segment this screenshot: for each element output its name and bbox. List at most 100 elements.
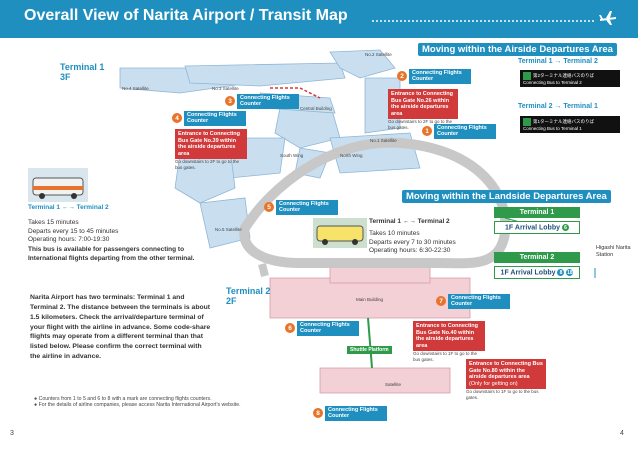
bus-stop-badge: 18 bbox=[566, 269, 574, 276]
t2-entrance-gate-80: Entrance to Connecting Bus Gate No.80 wi… bbox=[466, 359, 546, 400]
satellite-label: Satellite bbox=[385, 382, 402, 387]
page-number-right: 4 bbox=[620, 430, 624, 437]
counter-4: 4 Connecting Flights Counter bbox=[172, 111, 246, 126]
counter-8: 8 Connecting Flights Counter bbox=[313, 406, 387, 421]
airside-sign-to-t2: 第2ターミナル連絡バスのりば Connecting Bus to Termina… bbox=[520, 70, 620, 88]
landside-terminal1-pill: Terminal 1 bbox=[494, 207, 580, 218]
entrance-text: Entrance to Connecting Bus Gate No.80 wi… bbox=[469, 361, 543, 381]
entrance-label: Entrance to Connecting Bus Gate No.40 wi… bbox=[413, 321, 485, 352]
airside-bus-title: Terminal 1 ←→ Terminal 2 bbox=[28, 204, 109, 211]
airside-bus-info: Terminal 1 ←→ Terminal 2 Takes 15 minute… bbox=[28, 204, 208, 264]
footnote-1: ● Counters from 1 to 5 and 6 to 8 with a… bbox=[34, 396, 212, 402]
counter-number: 8 bbox=[313, 408, 323, 419]
counter-label: Connecting Flights Counter bbox=[448, 294, 510, 309]
bus-stop-badge: 6 bbox=[561, 224, 569, 231]
landside-departs: Departs every 7 to 30 minutes bbox=[369, 238, 456, 246]
terminal2-floor-label: Terminal 2 2F bbox=[226, 286, 271, 307]
terminal1-floor: 3F bbox=[60, 71, 71, 82]
bus-icon bbox=[523, 118, 531, 126]
counter-label: Connecting Flights Counter bbox=[325, 406, 387, 421]
higashi-narita-station: Higashi Narita Station bbox=[596, 245, 631, 259]
counter-number: 4 bbox=[172, 113, 182, 124]
airside-bus-hours: Operating hours: 7:00-19:30 bbox=[28, 236, 110, 244]
counter-number: 5 bbox=[264, 202, 274, 213]
counter-6: 6 Connecting Flights Counter bbox=[285, 321, 359, 336]
satellite5-label: No.5 Satellite bbox=[215, 227, 242, 232]
satellite1-label: No.1 Satellite bbox=[370, 138, 397, 143]
airside-t1-t2-heading: Terminal 1 → Terminal 2 bbox=[518, 58, 598, 65]
intro-paragraph: Narita Airport has two terminals: Termin… bbox=[30, 294, 211, 361]
lobby-label: 1F Arrival Lobby bbox=[505, 224, 561, 232]
counter-number: 6 bbox=[285, 323, 295, 334]
page-title: Overall View of Narita Airport / Transit… bbox=[24, 7, 348, 24]
main-building-label: Main Building bbox=[356, 297, 384, 302]
airplane-icon bbox=[599, 11, 616, 25]
airside-t2-t1-heading: Terminal 2 → Terminal 1 bbox=[518, 103, 598, 110]
satellite3-label: No.3 Satellite bbox=[212, 86, 239, 91]
airside-section-heading: Moving within the Airside Departures Are… bbox=[418, 43, 617, 56]
airside-bus-departs: Departs every 15 to 45 minutes bbox=[28, 227, 119, 235]
page-number-left: 3 bbox=[10, 430, 14, 437]
counter-number: 3 bbox=[225, 96, 235, 107]
entrance-note: Go downstairs to 2F to go to the bus gat… bbox=[388, 119, 453, 130]
landside-terminal2-pill: Terminal 2 bbox=[494, 252, 580, 263]
counter-2: 2 Connecting Flights Counter bbox=[397, 69, 471, 84]
central-building-label: Central Building bbox=[300, 106, 332, 111]
counter-number: 7 bbox=[436, 296, 446, 307]
terminal1-name: Terminal 1 bbox=[60, 62, 105, 72]
satellite2-label: No.2 Satellite bbox=[365, 52, 392, 57]
landside-terminal2-lobby: 1F Arrival Lobby 8 18 bbox=[494, 266, 580, 280]
landside-takes: Takes 10 minutes bbox=[369, 229, 420, 237]
counter-number: 1 bbox=[422, 126, 432, 137]
entrance-label: Entrance to Connecting Bus Gate No.39 wi… bbox=[175, 129, 247, 160]
footnotes: ● Counters from 1 to 5 and 6 to 8 with a… bbox=[34, 396, 314, 408]
counter-label: Connecting Flights Counter bbox=[237, 94, 299, 109]
t1-entrance-gate-26: Entrance to Connecting Bus Gate No.26 wi… bbox=[388, 89, 458, 130]
terminal1-floor-label: Terminal 1 3F bbox=[60, 62, 105, 83]
footnote-text: For the details of airline companies, pl… bbox=[38, 402, 241, 409]
terminal2-name: Terminal 2 bbox=[226, 286, 271, 296]
bus-stop-badge: 8 bbox=[557, 269, 565, 276]
lobby-label: 1F Arrival Lobby bbox=[500, 269, 556, 277]
counter-1: 1 Connecting Flights Counter bbox=[422, 124, 496, 139]
counter-3: 3 Connecting Flights Counter bbox=[225, 94, 299, 109]
entrance-label: Entrance to Connecting Bus Gate No.80 wi… bbox=[466, 359, 546, 390]
t1-entrance-gate-39: Entrance to Connecting Bus Gate No.39 wi… bbox=[175, 129, 247, 170]
landside-bus-photo bbox=[313, 218, 367, 248]
landside-route-title: Terminal 1 ←→ Terminal 2 bbox=[369, 218, 450, 225]
entrance-sub: (Only for getting on) bbox=[469, 380, 518, 387]
counter-label: Connecting Flights Counter bbox=[184, 111, 246, 126]
counter-label: Connecting Flights Counter bbox=[297, 321, 359, 336]
counter-7: 7 Connecting Flights Counter bbox=[436, 294, 510, 309]
footnote-text: Counters from 1 to 5 and 6 to 8 with a m… bbox=[38, 396, 212, 402]
bus-icon bbox=[523, 72, 531, 80]
entrance-note: Go downstairs to 1F to go to the bus gat… bbox=[413, 351, 478, 362]
airside-bus-takes: Takes 15 minutes bbox=[28, 218, 79, 226]
sign-text: 第2ターミナル連絡バスのりば Connecting Bus to Termina… bbox=[523, 73, 595, 85]
counter-label: Connecting Flights Counter bbox=[409, 69, 471, 84]
satellite4-label: No.4 Satellite bbox=[122, 86, 149, 91]
shuttle-platform-label: Shuttle Platform bbox=[347, 346, 392, 354]
t2-entrance-gate-40: Entrance to Connecting Bus Gate No.40 wi… bbox=[413, 321, 485, 362]
header-dots bbox=[372, 20, 594, 22]
landside-hours: Operating hours: 6:30-22:30 bbox=[369, 247, 451, 255]
counter-number: 2 bbox=[397, 71, 407, 82]
footnote-2: ● For the details of airline companies, … bbox=[34, 402, 241, 409]
airside-bus-note: This bus is available for passengers con… bbox=[28, 246, 195, 262]
landside-bus-info: Terminal 1 ←→ Terminal 2 Takes 10 minute… bbox=[369, 218, 489, 256]
south-wing-label: South Wing bbox=[280, 153, 304, 158]
entrance-note: Go downstairs to 1F to go to the bus gat… bbox=[466, 389, 539, 400]
entrance-note: Go downstairs to 2F to go to the bus gat… bbox=[175, 159, 240, 170]
airside-sign-to-t1: 第1ターミナル連絡バスのりば Connecting Bus to Termina… bbox=[520, 116, 620, 134]
landside-terminal1-lobby: 1F Arrival Lobby 6 bbox=[494, 221, 580, 235]
header-bar: Overall View of Narita Airport / Transit… bbox=[0, 0, 638, 38]
counter-label: Connecting Flights Counter bbox=[434, 124, 496, 139]
terminal2-floor: 2F bbox=[226, 295, 237, 306]
north-wing-label: North Wing bbox=[340, 153, 363, 158]
airside-bus-photo bbox=[28, 168, 88, 202]
counter-label: Connecting Flights Counter bbox=[276, 200, 338, 215]
landside-section-heading: Moving within the Landside Departures Ar… bbox=[402, 190, 611, 203]
entrance-label: Entrance to Connecting Bus Gate No.26 wi… bbox=[388, 89, 458, 120]
counter-5: 5 Connecting Flights Counter bbox=[264, 200, 338, 215]
sign-text: 第1ターミナル連絡バスのりば Connecting Bus to Termina… bbox=[523, 119, 595, 131]
